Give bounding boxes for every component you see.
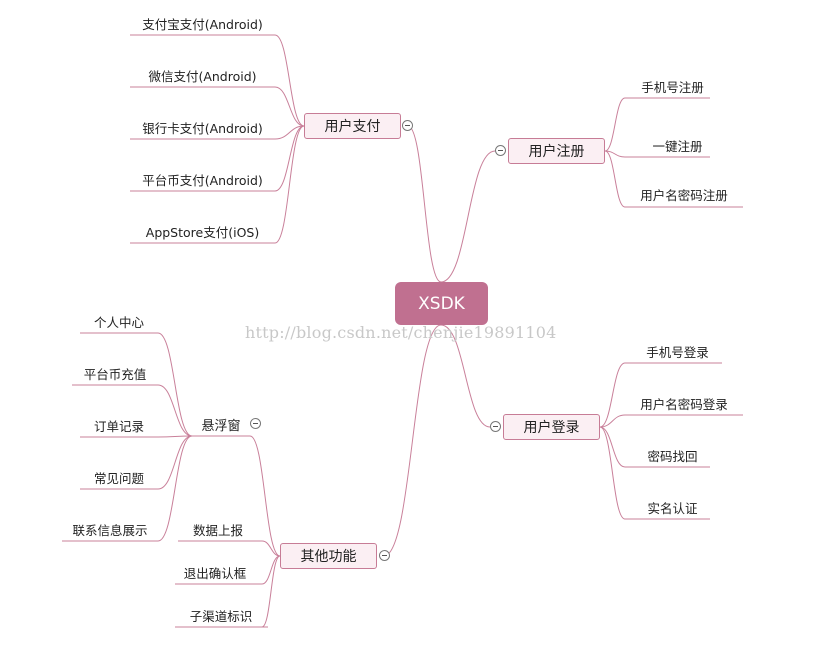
leaf-appstore-pay[interactable]: AppStore支付(iOS): [145, 224, 260, 240]
other-to-float-line: [249, 435, 281, 557]
root-to-other-line: [383, 324, 442, 557]
leaf-exit-confirm[interactable]: 退出确认框: [183, 565, 247, 581]
login-link-line: [599, 362, 626, 428]
float-link-line: [157, 332, 193, 437]
leaf-username-login[interactable]: 用户名密码登录: [640, 396, 728, 412]
other-link-line: [261, 540, 281, 557]
leaf-username-register[interactable]: 用户名密码注册: [640, 187, 728, 203]
collapse-toggle-icon[interactable]: [250, 418, 261, 429]
branch-register[interactable]: 用户注册: [508, 138, 605, 164]
collapse-toggle-icon[interactable]: [495, 145, 506, 156]
leaf-sub-channel-id[interactable]: 子渠道标识: [189, 608, 253, 624]
payment-link-line: [274, 125, 305, 244]
branch-payment[interactable]: 用户支付: [304, 113, 401, 139]
register-link-line: [604, 97, 626, 152]
leaf-phone-register[interactable]: 手机号注册: [641, 79, 704, 95]
collapse-toggle-icon[interactable]: [379, 550, 390, 561]
register-link-line: [604, 150, 626, 158]
payment-link-line: [274, 86, 305, 127]
subbranch-float-window[interactable]: 悬浮窗: [201, 418, 241, 434]
other-link-line: [261, 555, 281, 585]
payment-link-line: [274, 34, 305, 127]
watermark: http://blog.csdn.net/chenjie19891104: [245, 323, 557, 342]
float-link-line: [157, 384, 193, 437]
leaf-phone-login[interactable]: 手机号登录: [646, 344, 709, 360]
leaf-contact-info[interactable]: 联系信息展示: [72, 522, 148, 538]
root-to-register-line: [440, 150, 496, 283]
login-link-line: [599, 414, 626, 428]
collapse-toggle-icon[interactable]: [490, 421, 501, 432]
login-link-line: [599, 426, 626, 520]
leaf-bank-card-pay[interactable]: 银行卡支付(Android): [142, 120, 263, 136]
leaf-order-records[interactable]: 订单记录: [93, 418, 144, 434]
payment-link-line: [274, 125, 305, 192]
root-to-payment-line: [407, 125, 442, 283]
leaf-password-recovery[interactable]: 密码找回: [647, 448, 698, 464]
root-node[interactable]: XSDK: [395, 282, 488, 325]
branch-login[interactable]: 用户登录: [503, 414, 600, 440]
leaf-coin-recharge[interactable]: 平台币充值: [83, 366, 147, 382]
login-link-line: [599, 426, 626, 468]
leaf-real-name-auth[interactable]: 实名认证: [647, 500, 698, 516]
register-link-line: [604, 150, 626, 208]
root-to-login-line: [440, 324, 491, 428]
leaf-wechat-pay[interactable]: 微信支付(Android): [148, 68, 257, 84]
branch-other[interactable]: 其他功能: [280, 543, 377, 569]
leaf-platform-coin-pay[interactable]: 平台币支付(Android): [142, 172, 263, 188]
leaf-one-click-register[interactable]: 一键注册: [652, 138, 703, 154]
float-link-line: [157, 435, 193, 438]
float-link-line: [157, 435, 193, 490]
leaf-faq[interactable]: 常见问题: [93, 470, 144, 486]
leaf-data-report[interactable]: 数据上报: [192, 522, 243, 538]
leaf-personal-center[interactable]: 个人中心: [93, 314, 144, 330]
payment-link-line: [274, 125, 305, 140]
leaf-alipay[interactable]: 支付宝支付(Android): [142, 16, 263, 32]
collapse-toggle-icon[interactable]: [402, 120, 413, 131]
float-link-line: [157, 435, 193, 542]
other-link-line: [261, 555, 281, 628]
